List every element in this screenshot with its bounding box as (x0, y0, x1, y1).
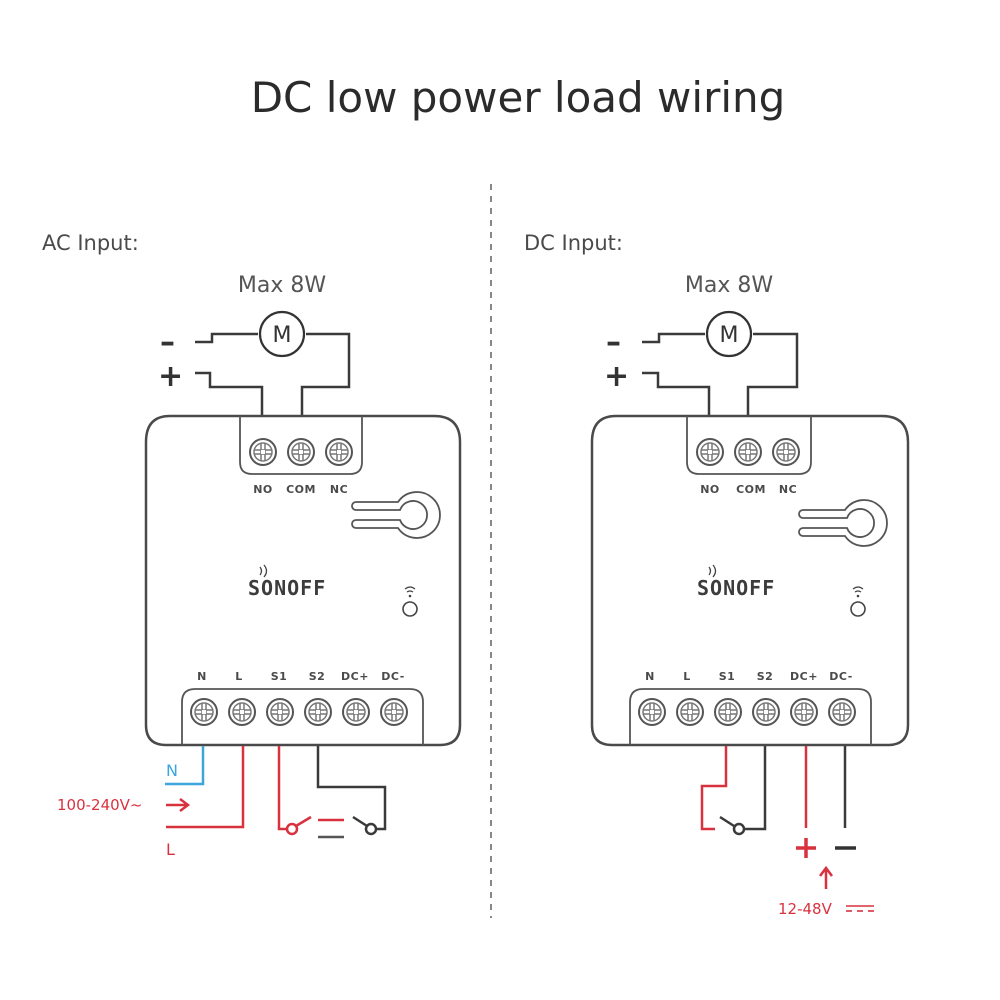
terminal-label-s2: S2 (309, 670, 326, 683)
neutral-label: N (166, 761, 178, 780)
polarity-minus: – (160, 325, 175, 360)
brand-logo: SONOFF (697, 576, 775, 600)
terminal-label-dc-plus: DC+ (790, 670, 818, 683)
motor-icon (705, 310, 753, 358)
motor-icon (258, 310, 306, 358)
polarity-minus: – (606, 325, 621, 360)
dc-symbol-icon (846, 905, 874, 912)
terminal-label-dc-minus: DC- (381, 670, 405, 683)
polarity-plus: + (158, 359, 183, 394)
ac-input-panel: AC Input: Max 8W M – + NO COM NC (42, 231, 462, 859)
supply-plus-icon (796, 838, 816, 858)
terminal-label-l: L (235, 670, 243, 683)
section-label-ac: AC Input: (42, 231, 139, 255)
supply-arrow-icon (819, 865, 833, 889)
ac-supply-wiring: N 100-240V~ L (57, 746, 245, 859)
terminal-label-s1: S1 (271, 670, 288, 683)
motor-load: M – + (158, 310, 351, 415)
supply-voltage-label: 100-240V~ (57, 796, 143, 814)
wifi-signal-icon (708, 564, 717, 578)
load-rating: Max 8W (238, 273, 326, 298)
sonoff-device: NO COM NC SONOFF N L (590, 414, 910, 747)
terminal-label-com: COM (736, 483, 766, 496)
line-label: L (166, 840, 175, 859)
switch-wiring (700, 746, 767, 836)
terminal-label-nc: NC (779, 483, 797, 496)
section-label-dc: DC Input: (524, 231, 623, 255)
terminal-screw-no (249, 438, 277, 466)
terminal-label-dc-minus: DC- (829, 670, 853, 683)
terminal-label-com: COM (286, 483, 316, 496)
sonoff-device: NO COM NC SONOFF (144, 414, 462, 747)
terminal-label-n: N (645, 670, 655, 683)
mounting-hook-icon (798, 499, 888, 547)
supply-arrow-icon (166, 798, 191, 812)
load-rating: Max 8W (685, 273, 773, 298)
terminal-label-no: NO (253, 483, 273, 496)
terminal-screw-nc (325, 438, 353, 466)
switch-wiring (277, 746, 387, 839)
polarity-plus: + (604, 359, 629, 394)
terminal-label-s1: S1 (719, 670, 736, 683)
motor-symbol: M (273, 323, 292, 348)
mounting-hook-icon (351, 491, 441, 539)
motor-load: M – + (604, 310, 799, 415)
terminal-screw-com (287, 438, 315, 466)
dc-supply-wiring: 12-48V (778, 746, 874, 918)
terminal-label-nc: NC (330, 483, 348, 496)
terminal-label-dc-plus: DC+ (341, 670, 369, 683)
brand-logo: SONOFF (248, 576, 326, 600)
page-title: DC low power load wiring (251, 73, 786, 122)
wifi-signal-icon (259, 564, 268, 578)
dc-input-panel: DC Input: Max 8W M – + NO COM NC SONOFF (524, 231, 910, 918)
pairing-button-icon (402, 586, 418, 617)
supply-voltage-label: 12-48V (778, 900, 833, 918)
terminal-label-n: N (197, 670, 207, 683)
terminal-label-no: NO (700, 483, 720, 496)
terminal-label-s2: S2 (757, 670, 774, 683)
pairing-button-icon (850, 586, 866, 617)
terminal-label-l: L (683, 670, 691, 683)
motor-symbol: M (720, 323, 739, 348)
